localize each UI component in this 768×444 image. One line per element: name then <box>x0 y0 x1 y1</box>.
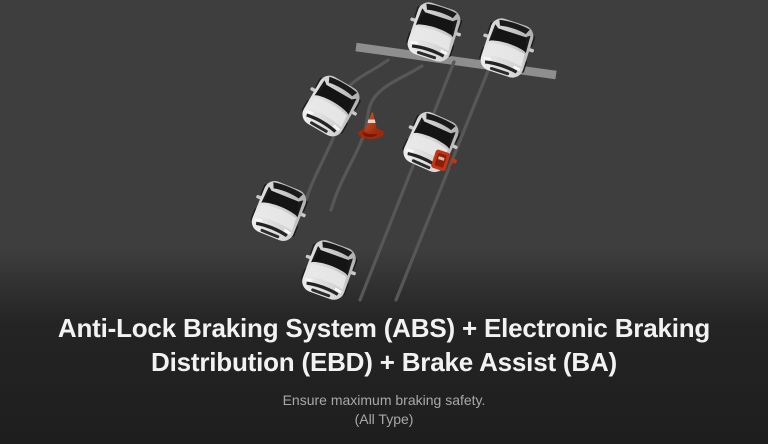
feature-subtitle-note: (All Type) <box>354 411 414 427</box>
car-skidding-into-cone <box>395 106 467 178</box>
crushed-traffic-cone-icon <box>431 149 457 172</box>
feature-title-line1: Anti-Lock Braking System (ABS) + Electro… <box>57 313 711 343</box>
feature-title-line2: Distribution (EBD) + Brake Assist (BA) <box>151 347 617 377</box>
skid-track-left <box>358 60 456 302</box>
car-after-swerve <box>244 176 314 246</box>
car-stopped <box>294 235 364 305</box>
feature-title: Anti-Lock Braking System (ABS) + Electro… <box>0 311 768 379</box>
feature-subtitle: Ensure maximum braking safety. <box>282 392 486 408</box>
skid-track-right <box>394 64 492 302</box>
traffic-cone-icon <box>358 112 384 139</box>
swerve-track-right <box>329 64 424 212</box>
caption-block: Anti-Lock Braking System (ABS) + Electro… <box>0 311 768 429</box>
